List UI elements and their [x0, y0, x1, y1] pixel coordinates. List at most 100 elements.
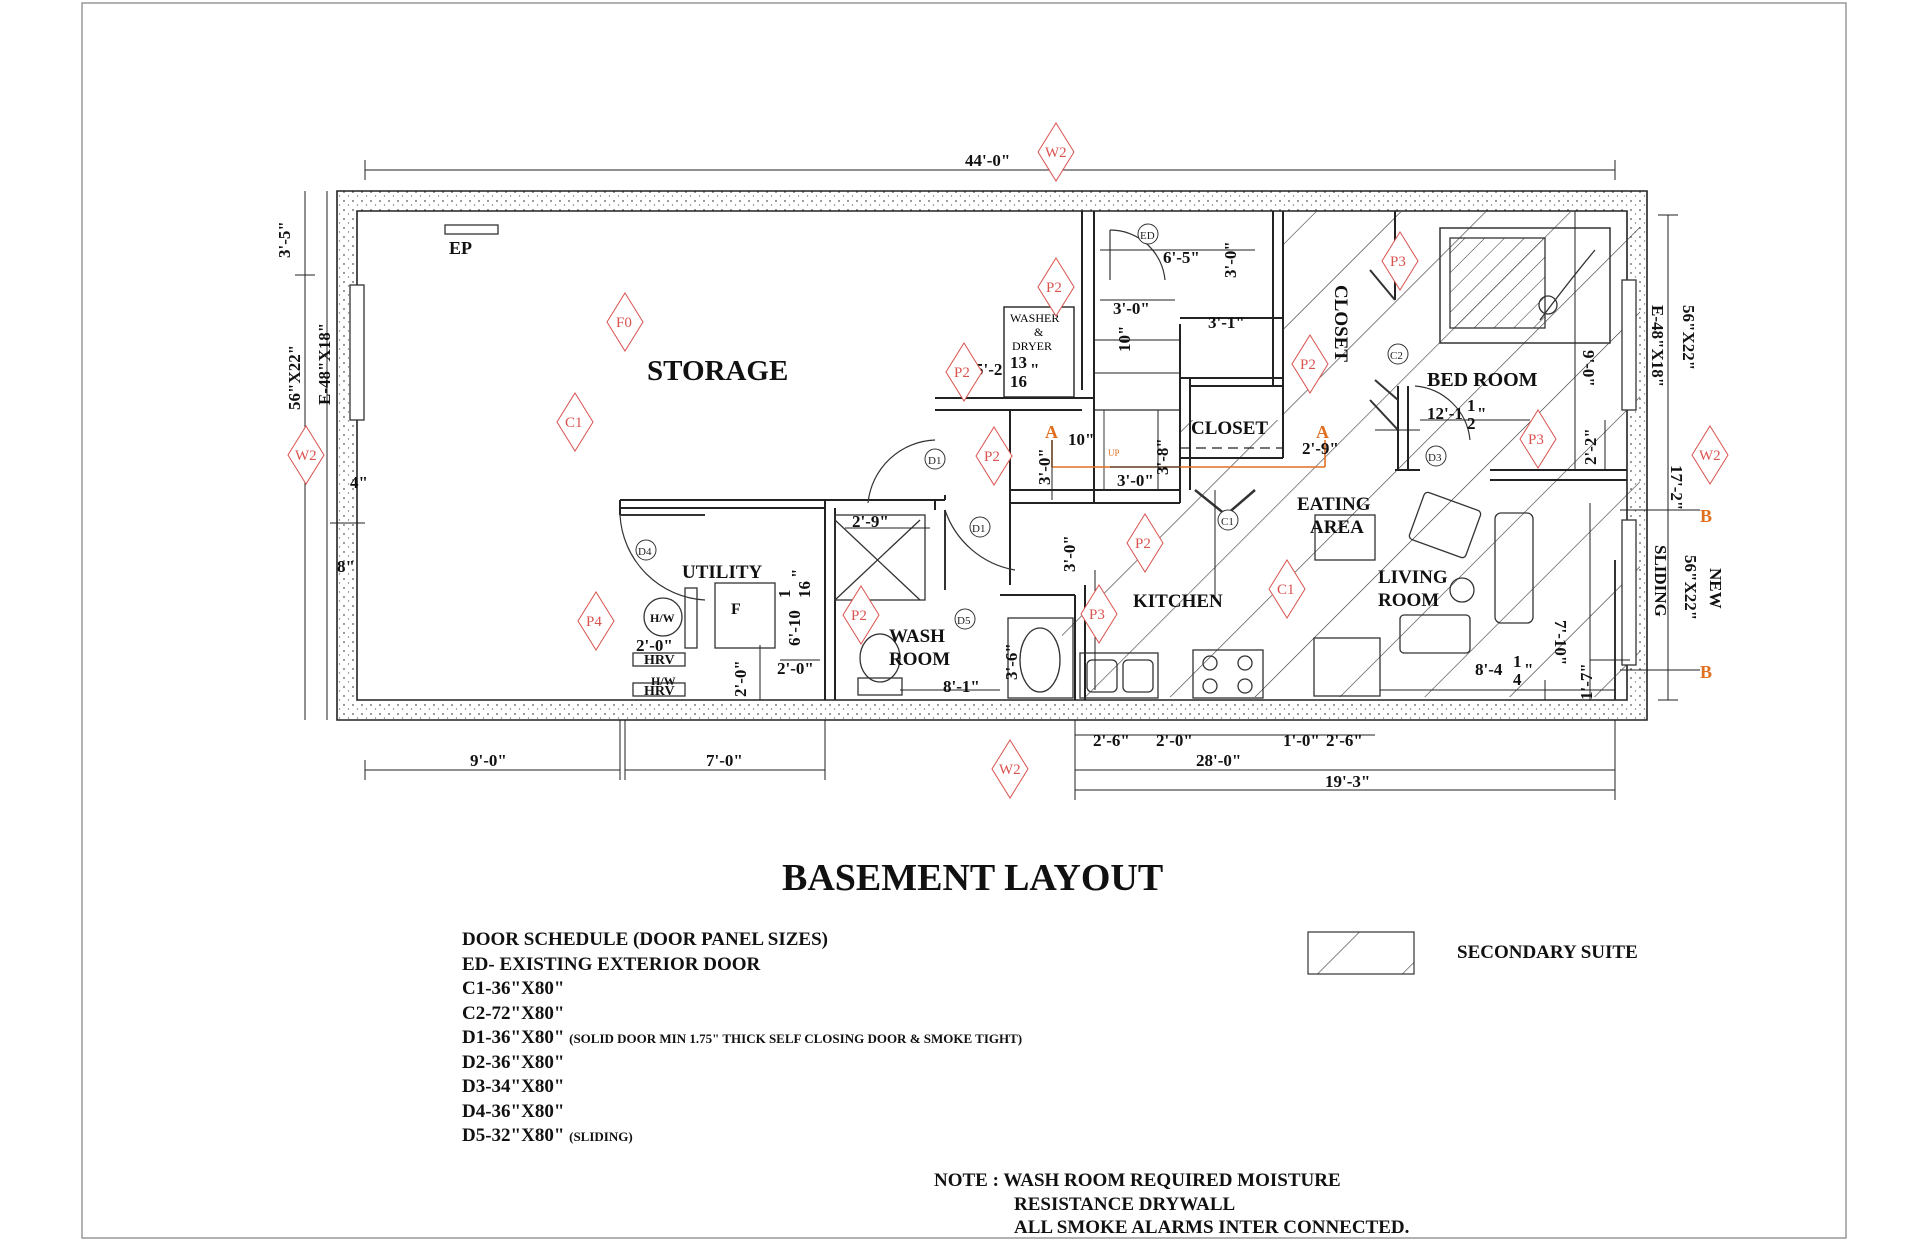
svg-text:P4: P4: [586, 614, 602, 630]
svg-text:D4: D4: [638, 546, 652, 558]
dim-8-1: 8'-1": [943, 677, 980, 696]
svg-text:D3: D3: [1428, 452, 1442, 464]
svg-text:D1: D1: [972, 523, 985, 535]
window-right-b: E-48"X18": [1648, 305, 1667, 387]
dim-2-9-a: 2'-9": [1302, 439, 1339, 458]
dim-6-10-den: 16: [795, 581, 814, 598]
window-new: NEW: [1706, 568, 1725, 609]
tag-f0: F0: [606, 292, 644, 352]
svg-text:C1: C1: [1277, 582, 1295, 598]
dim-17-2: 17'-2": [1667, 465, 1686, 510]
svg-text:W2: W2: [1045, 145, 1067, 161]
room-closet-vertical: CLOSET: [1330, 285, 1351, 362]
dim-3-0-d: 3'-0": [1117, 471, 1154, 490]
furnace: [714, 582, 776, 649]
dim-3-0-a: 3'-0": [1221, 241, 1240, 278]
room-wash: WASH: [889, 626, 945, 647]
dim-9-0: 9'-0": [1579, 350, 1598, 387]
legend-secondary-suite: SECONDARY SUITE: [1307, 931, 1638, 975]
dim-3-0-b: 3'-0": [1113, 299, 1150, 318]
door-d4: D4: [635, 539, 657, 561]
dim-6-10-num: 1: [775, 590, 794, 599]
schedule-row: D1-36"X80" (SOLID DOOR MIN 1.75" THICK S…: [462, 1027, 1023, 1048]
dim-7-10: 7'-10": [1551, 620, 1570, 665]
section-b-top: B: [1700, 506, 1712, 526]
dim-2-0-c: 2'-0": [777, 659, 814, 678]
label-hw-2: H/W: [651, 674, 676, 688]
dim-12-1-in: ": [1477, 404, 1486, 423]
label-dryer: DRYER: [1012, 339, 1052, 353]
room-kitchen: KITCHEN: [1133, 591, 1223, 612]
room-eating-area: EATING: [1297, 494, 1371, 515]
dim-3-0-c: 3'-0": [1035, 448, 1054, 485]
label-hrv-1: HRV: [644, 653, 675, 668]
room-eating-area-2: AREA: [1310, 517, 1364, 538]
dimension-lines: [295, 160, 1700, 800]
schedule-row: D2-36"X80": [462, 1051, 565, 1073]
tag-w2-top: W2: [1037, 122, 1075, 182]
dim-b-2-6-a: 2'-6": [1093, 731, 1130, 750]
dim-overall: 44'-0": [965, 151, 1010, 170]
tag-w2-left: W2: [287, 425, 325, 485]
label-furnace: F: [731, 601, 741, 618]
hrv-unit-1: [632, 652, 686, 667]
label-ampersand: &: [1034, 325, 1044, 339]
kitchen-sink: [1079, 652, 1159, 699]
svg-text:C1: C1: [1221, 516, 1234, 528]
dim-2-0-a: 2'-0": [636, 636, 673, 655]
door-d3: D3: [1425, 445, 1447, 467]
dim-12-1: 12'-1: [1427, 404, 1463, 423]
svg-text:P2: P2: [984, 449, 1000, 465]
fixtures: [349, 224, 1637, 699]
bathroom-sink: [1019, 627, 1061, 693]
dim-6-5: 6'-5": [1163, 248, 1200, 267]
dim-b-1-0: 1'-0": [1283, 731, 1320, 750]
tag-p2-b: P2: [945, 342, 983, 402]
door-ed: ED: [1137, 223, 1159, 245]
window-left: [349, 284, 365, 421]
dim-8-4-in: ": [1524, 660, 1533, 679]
label-hrv-2: HRV: [644, 684, 675, 699]
door-d5: D5: [954, 608, 976, 630]
dim-3-5: 3'-5": [275, 221, 294, 258]
dim-3-1: 3'-1": [1208, 313, 1245, 332]
tag-p2-f: P2: [842, 585, 880, 645]
door-schedule: DOOR SCHEDULE (DOOR PANEL SIZES) ED- EXI…: [462, 928, 1022, 1149]
room-bedroom: BED ROOM: [1427, 369, 1538, 391]
dim-6-10: 6'-10: [785, 610, 804, 646]
room-living: LIVING: [1378, 567, 1448, 588]
svg-text:C1: C1: [565, 415, 583, 431]
room-labels: STORAGE EP WASHER & DRYER CLOSET CLOSET …: [449, 238, 1538, 699]
dining-table: [1314, 514, 1376, 561]
tag-p2-c: P2: [975, 426, 1013, 486]
tag-p3-c: P3: [1080, 584, 1118, 644]
tag-w2-bottom: W2: [991, 739, 1029, 799]
dim-b-2-0: 2'-0": [1156, 731, 1193, 750]
dim-2-0-b: 2'-0": [731, 660, 750, 697]
door-labels: ED C1 C2 D1 D1 D3 D4 D5: [635, 223, 1447, 630]
tag-p4: P4: [577, 591, 615, 651]
dim-10-v: 10": [1115, 326, 1134, 352]
svg-text:P2: P2: [954, 365, 970, 381]
note-line-1: NOTE : WASH ROOM REQUIRED MOISTURE: [934, 1170, 1341, 1191]
dimension-text: 44'-0" 3'-5" 4" 8" 6'-5" 3'-0" 3'-0" 3'-…: [275, 151, 1686, 791]
legend-label: SECONDARY SUITE: [1457, 942, 1638, 963]
page-title: BASEMENT LAYOUT: [782, 857, 1163, 899]
svg-text:P2: P2: [851, 608, 867, 624]
tag-p2-e: P2: [1126, 513, 1164, 573]
dim-3-0-e: 3'-0": [1060, 535, 1079, 572]
window-right-upper: [1621, 279, 1637, 411]
svg-text:C2: C2: [1390, 350, 1403, 362]
tag-p2-d: P2: [1291, 334, 1329, 394]
hrv-unit-2: [632, 682, 686, 697]
dim-12-1-num: 1: [1467, 396, 1476, 415]
door-c2: C2: [1387, 343, 1409, 365]
door-d1-b: D1: [969, 516, 991, 538]
door-d1-a: D1: [924, 448, 946, 470]
tag-p3-a: P3: [1381, 231, 1419, 291]
section-b-bottom: B: [1700, 662, 1712, 682]
label-ep: EP: [449, 238, 472, 258]
dim-1-7: 1'-7": [1577, 663, 1596, 700]
svg-text:P3: P3: [1528, 432, 1544, 448]
svg-text:W2: W2: [1699, 448, 1721, 464]
